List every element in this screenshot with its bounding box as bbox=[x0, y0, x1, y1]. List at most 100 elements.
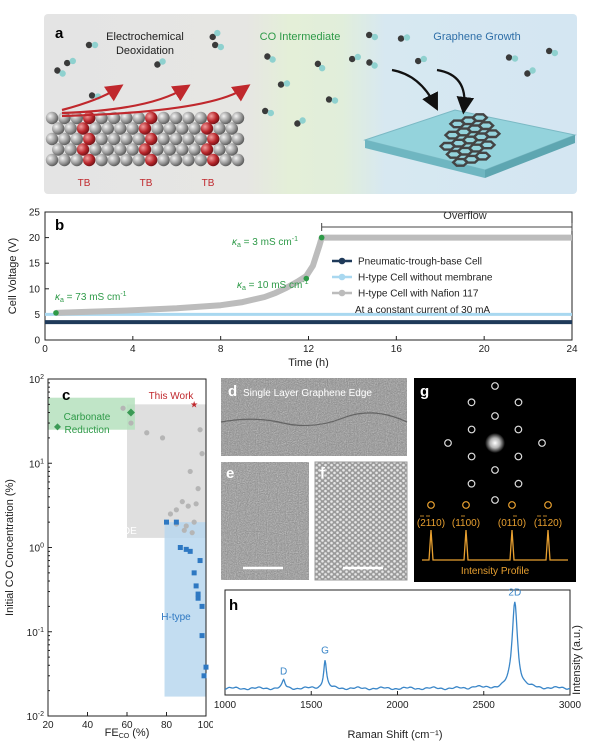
carbon-atom bbox=[63, 59, 71, 67]
metal-atom bbox=[89, 122, 102, 135]
gde-point bbox=[120, 405, 126, 411]
legend-entry-3: H-type Cell with Nafion 117 bbox=[358, 289, 479, 300]
oxygen-atom bbox=[529, 67, 536, 74]
metal-atom bbox=[219, 132, 232, 146]
legend-entry-2: H-type Cell without membrane bbox=[358, 273, 493, 284]
x-tick-label: 20 bbox=[479, 344, 491, 355]
metal-atom bbox=[182, 153, 195, 167]
graphene-ring bbox=[478, 140, 497, 150]
index-1120: (1120) bbox=[534, 518, 562, 529]
co-molecule bbox=[348, 53, 362, 63]
carbonate-region bbox=[48, 397, 135, 430]
series-line-3 bbox=[55, 234, 572, 316]
panel-d-letter: d bbox=[228, 383, 237, 400]
gde-point bbox=[197, 427, 203, 433]
panel-f-image bbox=[315, 462, 407, 580]
red-arrow-1 bbox=[61, 84, 124, 112]
inner-spot bbox=[467, 425, 476, 434]
legend-swatch-marker bbox=[338, 289, 346, 297]
index-0110: (0110) bbox=[498, 518, 526, 529]
y-tick-label: 5 bbox=[34, 310, 40, 321]
legend-swatch-marker bbox=[338, 257, 346, 265]
metal-atom bbox=[45, 132, 59, 146]
intensity-profile-line bbox=[422, 529, 568, 561]
boundary-atom bbox=[207, 132, 220, 146]
metal-atom bbox=[132, 111, 145, 125]
boundary-atom bbox=[145, 153, 158, 167]
boundary-atom bbox=[83, 111, 96, 125]
gde-point bbox=[193, 501, 199, 507]
x-tick-label: 80 bbox=[161, 720, 173, 731]
metal-atom bbox=[132, 153, 145, 167]
this-work-point: ★ bbox=[190, 399, 198, 409]
y-axis-label: Cell Voltage (V) bbox=[7, 238, 19, 314]
this-work-label: This Work bbox=[149, 391, 195, 402]
h-type-point bbox=[195, 591, 201, 597]
boundary-atom bbox=[138, 122, 152, 135]
panel-h-letter: h bbox=[229, 597, 238, 614]
metal-atom bbox=[157, 153, 170, 167]
metal-atom bbox=[194, 132, 207, 146]
carbon-atom bbox=[88, 92, 96, 99]
graphene-ring bbox=[471, 113, 489, 123]
carbon-atom bbox=[397, 35, 405, 42]
boundary-atom bbox=[138, 143, 152, 156]
substrate-side-right bbox=[485, 135, 575, 178]
gde-region bbox=[127, 404, 206, 538]
panel-g-letter: g bbox=[420, 383, 429, 400]
peak-label-2D: 2D bbox=[508, 587, 521, 598]
gde-point bbox=[195, 486, 201, 492]
kappa-annotation-10: κa = 10 mS cm-1 bbox=[237, 279, 309, 292]
oxygen-atom bbox=[59, 70, 66, 77]
h-type-label: H-type bbox=[161, 612, 191, 623]
profile-spot bbox=[544, 501, 552, 509]
carbon-atom bbox=[545, 47, 553, 55]
x-tick-label: 3000 bbox=[559, 700, 582, 711]
carbon-atom bbox=[366, 59, 373, 66]
kappa-annotation-73: κa = 73 mS cm-1 bbox=[55, 291, 127, 304]
panel-b-series bbox=[45, 223, 573, 325]
metal-atom bbox=[213, 143, 226, 156]
inner-spot bbox=[514, 425, 523, 434]
metal-atom bbox=[58, 132, 71, 146]
kappa-marker-3 bbox=[318, 234, 325, 241]
graphene-lattice bbox=[438, 113, 502, 167]
metal-atom bbox=[95, 153, 108, 167]
gde-point bbox=[159, 435, 166, 441]
peak-label-D: D bbox=[280, 667, 287, 678]
boundary-atom bbox=[83, 153, 96, 167]
carbon-atom bbox=[348, 55, 356, 63]
metal-atom-slab bbox=[45, 111, 245, 167]
metal-atom bbox=[225, 122, 238, 135]
gde-point bbox=[144, 430, 150, 436]
metal-atom bbox=[114, 143, 127, 156]
co-molecule bbox=[524, 67, 536, 77]
outer-spot bbox=[514, 479, 523, 488]
boundary-atom bbox=[207, 111, 220, 125]
kappa-annotation-3: κa = 3 mS cm-1 bbox=[232, 236, 298, 249]
metal-atom bbox=[163, 122, 176, 135]
panel-d-image bbox=[221, 378, 407, 456]
metal-atom bbox=[101, 122, 115, 135]
h-type-point bbox=[187, 548, 193, 554]
graphene-ring bbox=[483, 129, 502, 139]
co-molecule bbox=[211, 41, 225, 51]
metal-atom bbox=[45, 111, 59, 125]
x-tick-label: 24 bbox=[566, 344, 578, 355]
panel-a-schematic: a Electrochemical Deoxidation CO Interme… bbox=[44, 14, 577, 194]
graphene-ring bbox=[473, 151, 492, 161]
kappa-marker-2 bbox=[303, 275, 310, 282]
y-tick-label: 0 bbox=[34, 336, 40, 347]
outer-spot bbox=[491, 382, 499, 390]
constant-current-note: At a constant current of 30 mA bbox=[355, 305, 490, 316]
panel-a-letter: a bbox=[55, 25, 64, 42]
carbon-atom bbox=[505, 54, 513, 61]
tb-label-2: TB bbox=[140, 178, 153, 189]
gde-point bbox=[191, 519, 197, 525]
oxygen-atom bbox=[214, 29, 221, 37]
boundary-atom bbox=[145, 111, 158, 125]
central-beam-spot bbox=[485, 433, 505, 453]
x-tick-label: 0 bbox=[42, 344, 48, 355]
